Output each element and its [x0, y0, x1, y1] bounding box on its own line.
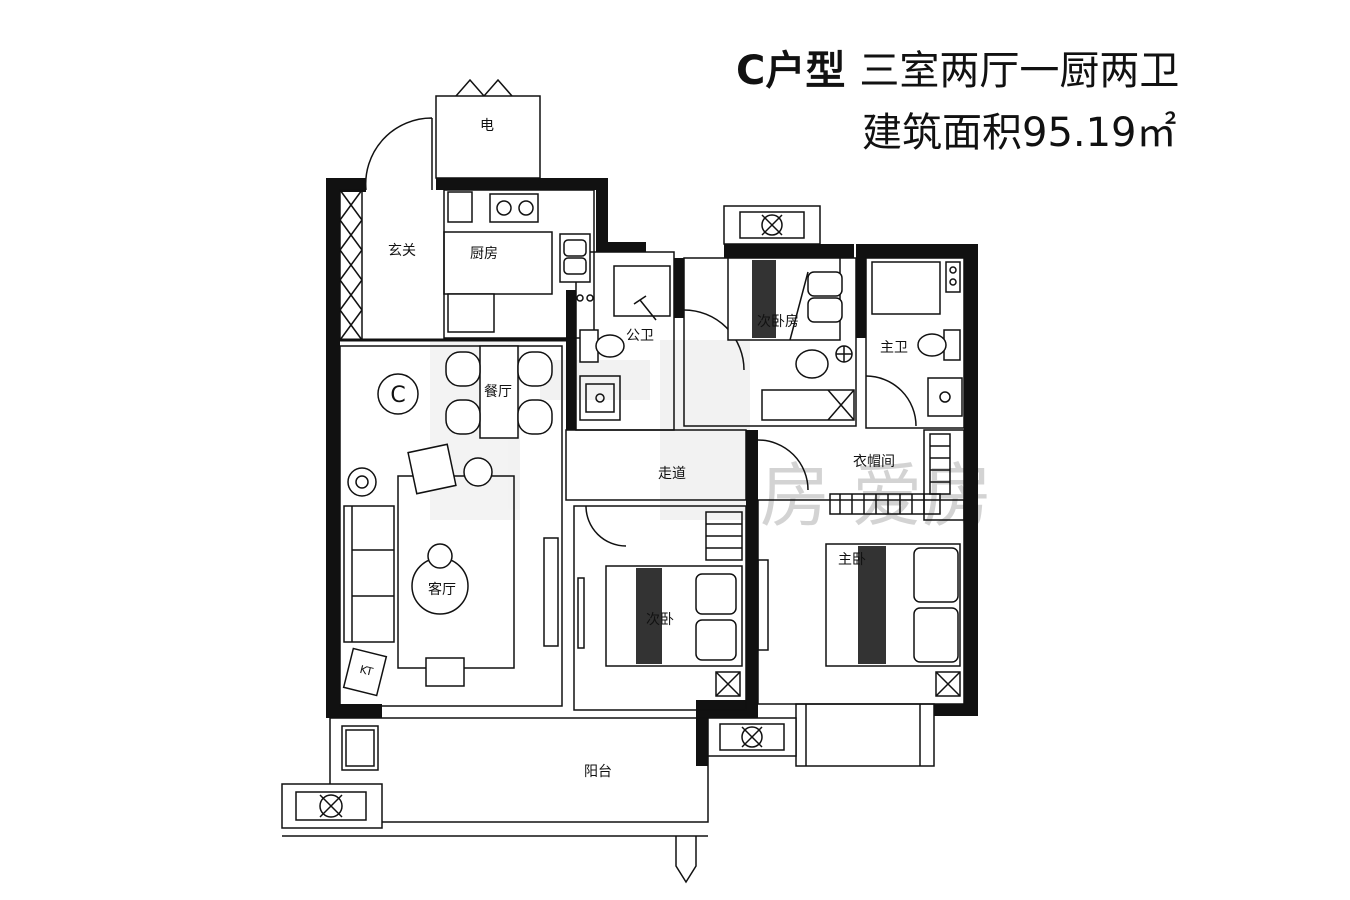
- plan-marker-text: C: [390, 383, 405, 408]
- side-table-icon: [347, 467, 377, 497]
- area-text: 建筑面积95.19㎡: [862, 110, 1177, 156]
- room-label-entrance: 玄关: [388, 242, 416, 259]
- room-label-kitchen: 厨房: [470, 246, 498, 262]
- bed-third-bedroom: [605, 565, 743, 697]
- ac-unit-top: [723, 205, 821, 245]
- master-bath-toilet: [917, 329, 961, 361]
- master-bath-shower: [871, 261, 961, 315]
- ac-label: KT: [358, 663, 374, 679]
- second-bedroom-toilet: [795, 345, 853, 379]
- ottoman: [425, 657, 465, 687]
- sofa: [343, 505, 395, 643]
- room-label-third-bedroom: 次卧: [646, 612, 674, 628]
- plan-marker: C: [377, 373, 419, 415]
- master-bath-basin: [927, 377, 963, 417]
- washing-machine-icon: [341, 725, 379, 771]
- tv-cabinet: [543, 537, 585, 649]
- ac-unit-bottom-left: [281, 783, 383, 829]
- room-label-master-bedroom: 主卧: [838, 552, 866, 568]
- wardrobe-second-bedroom: [761, 389, 855, 421]
- toilet-icon: [579, 329, 625, 363]
- room-label-second-bedroom: 次卧房: [757, 314, 799, 330]
- sink-icon: [559, 233, 591, 283]
- ac-unit-bottom-right: [707, 717, 797, 757]
- unit-code: C户型: [736, 48, 846, 94]
- tv-panel-third-bedroom: [757, 559, 769, 651]
- stove-icon: [489, 193, 539, 223]
- knob-row-icon: [566, 294, 594, 302]
- room-label-dining: 餐厅: [484, 384, 512, 400]
- bed-master-bedroom: [825, 543, 961, 697]
- room-label-public-bath: 公卫: [626, 328, 654, 344]
- shower-icon: [633, 295, 657, 321]
- ac-indoor-icon: KT: [342, 647, 388, 697]
- walls: [326, 178, 978, 766]
- room-label-walk-in-closet: 衣帽间: [853, 454, 895, 470]
- room-label-electric: 电: [480, 118, 494, 134]
- room-label-corridor: 走道: [658, 466, 686, 482]
- coffee-table: [411, 543, 469, 615]
- armchair: [407, 443, 493, 495]
- room-label-master-bath: 主卫: [880, 340, 908, 356]
- bed-second-bedroom: [727, 257, 843, 341]
- room-label-balcony: 阳台: [584, 764, 612, 780]
- layout-description: 三室两厅一厨两卫: [859, 48, 1180, 94]
- room-label-living: 客厅: [428, 581, 456, 598]
- dining-table: [445, 345, 553, 439]
- plan-title: C户型三室两厅一厨两卫: [736, 38, 1179, 96]
- interior-lines: [282, 78, 965, 884]
- closet-shelves: [705, 433, 951, 561]
- washbasin-icon: [585, 383, 615, 413]
